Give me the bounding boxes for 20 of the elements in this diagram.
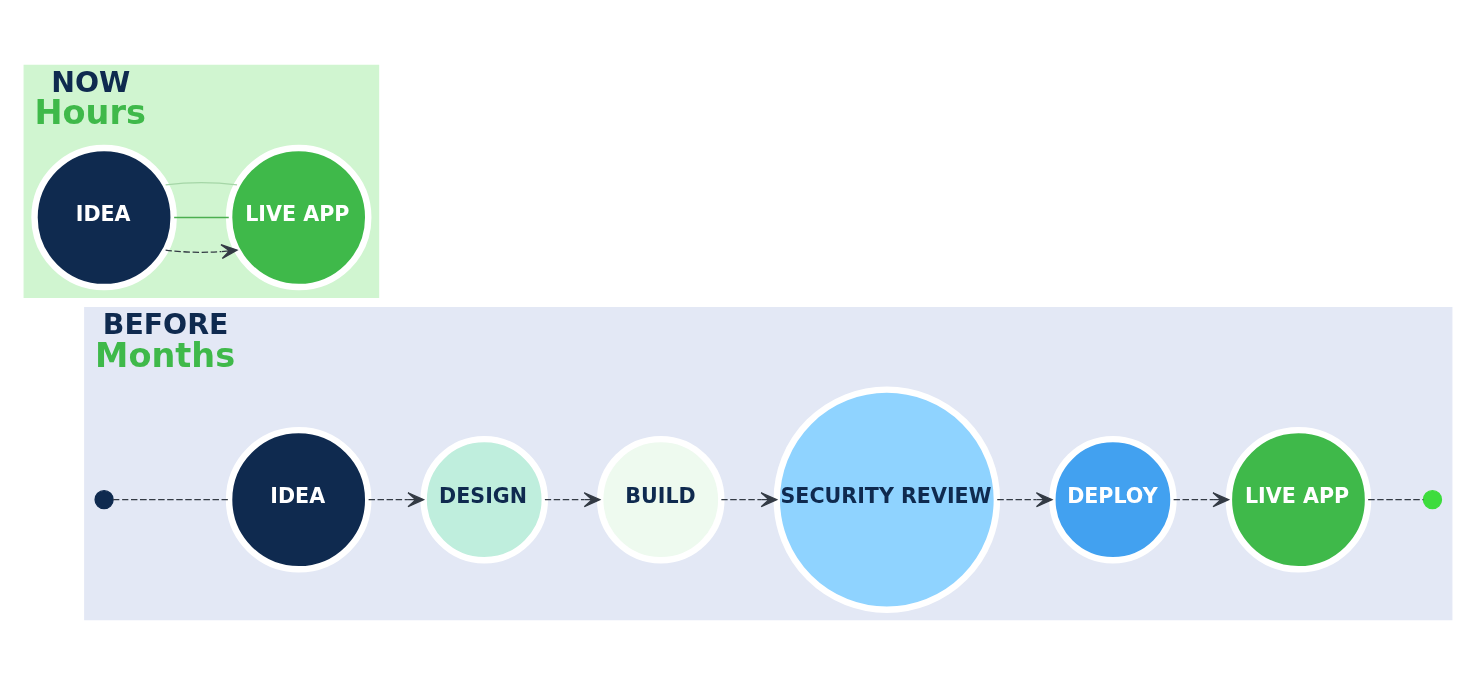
node-circle: IDEA <box>225 426 372 572</box>
arrow <box>544 491 601 507</box>
node-circle <box>1422 489 1443 509</box>
node-circle: SECURITY REVIEW <box>773 385 1001 613</box>
connector <box>173 216 230 218</box>
node-circle: LIVE APP <box>225 144 372 290</box>
node-circle: DESIGN <box>420 435 548 563</box>
arrow <box>367 491 425 507</box>
arrow <box>164 243 238 259</box>
connector <box>164 181 238 186</box>
node-circle <box>94 489 114 509</box>
connector <box>112 498 230 500</box>
node-circle: LIVE APP <box>1225 426 1372 572</box>
node-circle: BUILD <box>596 435 725 563</box>
node-circle: DEPLOY <box>1049 435 1177 563</box>
connector <box>1367 498 1425 500</box>
arrow <box>720 491 778 507</box>
arrow <box>996 491 1053 507</box>
node-circle: IDEA <box>31 144 177 290</box>
arrow <box>1172 491 1230 507</box>
